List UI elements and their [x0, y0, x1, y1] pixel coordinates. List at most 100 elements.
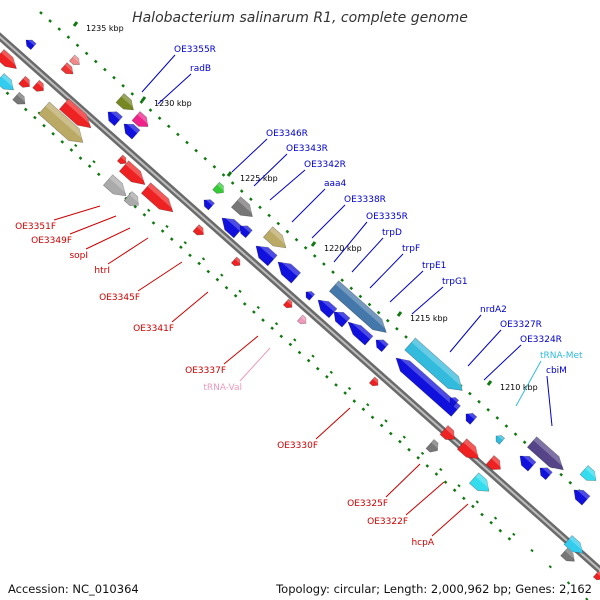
tick-dot [142, 212, 147, 217]
tick-dot [312, 254, 317, 258]
gene-feature [526, 436, 565, 471]
reverse-label-leader [351, 237, 384, 273]
feature-arrow [212, 181, 224, 194]
feature-arrow [375, 339, 389, 353]
forward-label-leader [405, 481, 445, 516]
forward-label-leader [137, 261, 183, 292]
reverse-gene-label: cbiM [546, 366, 567, 376]
feature-arrow [573, 489, 591, 506]
tick-dot [256, 305, 260, 310]
feature-highlight [109, 110, 123, 120]
gene-feature [425, 439, 439, 453]
gene-feature [573, 488, 591, 506]
feature-highlight [533, 436, 565, 469]
feature-arrow [115, 93, 134, 111]
tick-dot [495, 416, 500, 420]
forward-label-leader [385, 463, 421, 498]
tick-dot [165, 224, 169, 229]
tick-dot [267, 213, 271, 218]
gene-feature [305, 291, 316, 301]
feature-arrow [456, 438, 479, 459]
gene-feature [328, 280, 388, 333]
reverse-gene-label: radB [190, 64, 211, 74]
tick-dot [5, 91, 10, 96]
feature-arrow [262, 226, 287, 249]
feature-arrow [32, 79, 44, 92]
feature-arrow [0, 73, 14, 91]
gene-feature [0, 49, 18, 69]
reverse-label-leader [333, 221, 368, 263]
reverse-gene-label: aaa4 [324, 179, 347, 189]
feature-arrow [203, 199, 215, 211]
feature-highlight [196, 224, 205, 234]
gene-feature [192, 224, 205, 236]
scale-tick [226, 171, 233, 177]
reverse-label-leader [369, 253, 404, 289]
tick-dot [340, 278, 344, 283]
feature-arrow [123, 123, 141, 140]
tick-dot [325, 375, 329, 379]
gene-feature [579, 465, 598, 481]
tick-dot [147, 208, 151, 212]
gene-feature [560, 547, 576, 562]
gene-feature [25, 39, 37, 51]
reverse-gene-label: trpE1 [422, 261, 446, 271]
reverse-label-leader [515, 360, 542, 407]
feature-highlight [16, 92, 26, 103]
forward-gene-label: sopI [69, 251, 88, 261]
reverse-gene-label: OE3338R [344, 195, 386, 205]
feature-highlight [237, 196, 254, 216]
forward-label-leader [85, 227, 131, 250]
feature-arrow [18, 75, 30, 88]
feature-arrow [539, 467, 553, 481]
gene-feature [118, 160, 147, 185]
feature-arrow [25, 39, 37, 51]
feature-highlight [129, 191, 140, 204]
tick-dot [74, 143, 78, 148]
gene-feature [519, 454, 537, 472]
tick-dot [258, 205, 262, 210]
tick-dot [197, 261, 201, 266]
tick-dot [130, 92, 135, 96]
tick-dot [96, 172, 101, 177]
tick-dot [486, 408, 490, 412]
tick-dot [166, 124, 171, 129]
forward-gene-label: tRNA-Val [203, 383, 242, 393]
feature-arrow [255, 245, 278, 267]
feature-arrow [468, 472, 490, 492]
feature-highlight [26, 39, 37, 46]
tick-dot [51, 131, 55, 136]
tick-dot [507, 537, 512, 541]
tick-dot [39, 11, 43, 15]
feature-arrow [425, 439, 439, 453]
gene-features [0, 39, 600, 581]
feature-highlight [372, 377, 379, 385]
tick-dot [388, 431, 393, 436]
reverse-label-leader [311, 204, 346, 239]
reverse-gene-label: OE3346R [266, 129, 308, 139]
feature-arrow [221, 217, 244, 239]
feature-arrow [317, 299, 338, 319]
reverse-gene-label: OE3355R [174, 45, 216, 55]
gene-feature [468, 472, 491, 492]
gene-feature [539, 466, 553, 481]
gene-feature [203, 198, 215, 211]
feature-arrow [0, 49, 17, 69]
tick-dot [276, 221, 281, 226]
feature-arrow [107, 111, 123, 127]
tick-dot [498, 528, 503, 533]
reverse-label-leader [253, 153, 288, 187]
tick-dot [334, 383, 338, 387]
reverse-label-leader [389, 270, 424, 303]
feature-highlight [65, 98, 93, 127]
feature-highlight [216, 182, 225, 192]
feature-arrow [404, 337, 463, 391]
tick-dot [215, 277, 220, 282]
feature-highlight [204, 198, 215, 206]
feature-arrow [230, 256, 241, 267]
feature-highlight [319, 298, 337, 312]
tick-dot [151, 221, 156, 225]
tick-dot [425, 464, 430, 468]
tick-dot [439, 467, 443, 472]
feature-arrow [140, 182, 174, 213]
